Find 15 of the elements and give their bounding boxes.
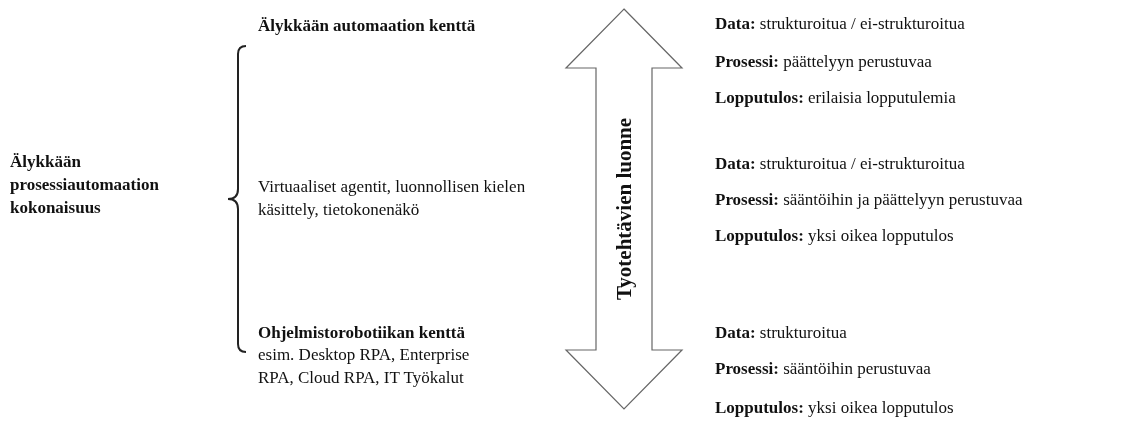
text-label: Data: strukturoitua (715, 322, 848, 344)
text-label: Ohjelmistorobotiikan kenttä (258, 322, 466, 344)
text-label: esim. Desktop RPA, Enterprise RPA, Cloud RPA, IT Työkalut (258, 344, 471, 389)
text-label: Virtuaaliset agentit, luonnollisen kielen käsittely, tietokonenäkö (258, 176, 527, 221)
text-label: Data: strukturoitua / ei-strukturoitua (715, 13, 966, 35)
text-label: Älykkään automaation kenttä (258, 15, 477, 37)
arrow-label: Tyotehtävien luonne (611, 117, 637, 301)
text-label: Prosessi: sääntöihin ja päättelyyn perustuvaa (715, 189, 1024, 211)
text-label: Prosessi: sääntöihin perustuvaa (715, 358, 932, 380)
text-label: Data: strukturoitua / ei-strukturoitua (715, 153, 966, 175)
text-label: Prosessi: päättelyyn perustuvaa (715, 51, 933, 73)
text-label: Lopputulos: erilaisia lopputulemia (715, 87, 957, 109)
text-label: Älykkään prosessiautomaation kokonaisuus (10, 151, 160, 219)
text-label: Lopputulos: yksi oikea lopputulos (715, 397, 955, 419)
text-label: Lopputulos: yksi oikea lopputulos (715, 225, 955, 247)
